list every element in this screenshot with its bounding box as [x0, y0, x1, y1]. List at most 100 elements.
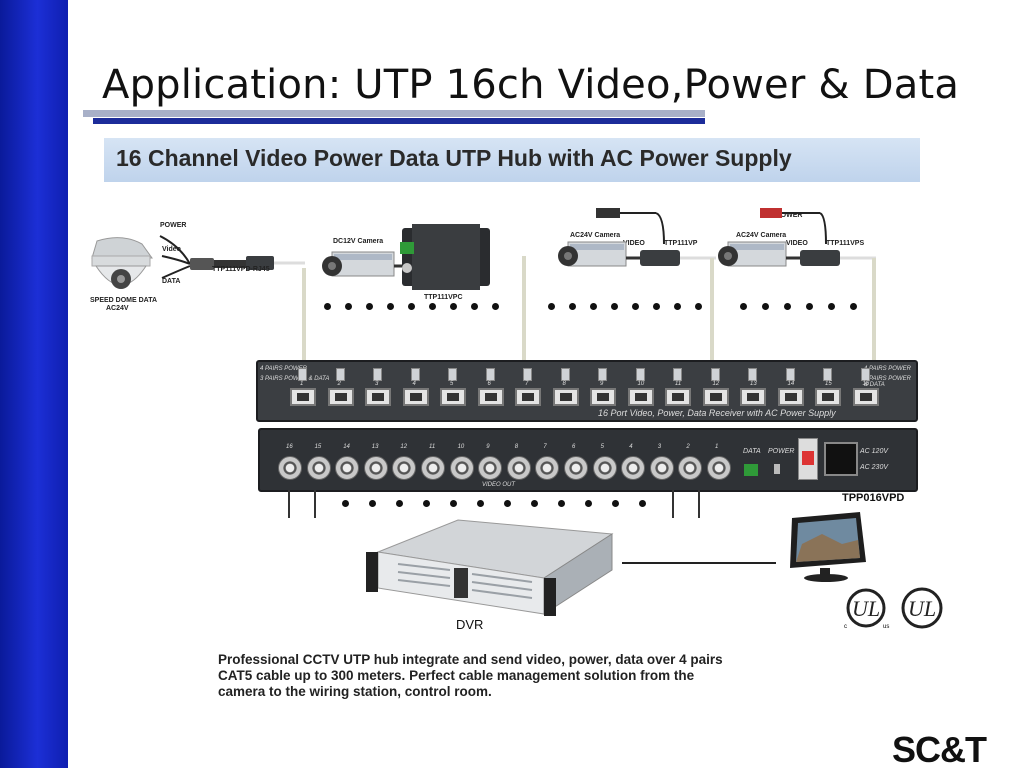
receiver-port-number: 15 — [825, 381, 832, 387]
receiver-mode-switch-5[interactable] — [448, 368, 457, 381]
hub-line-15 — [314, 490, 316, 518]
receiver-mode-switch-7[interactable] — [523, 368, 532, 381]
receiver-rj45-port-14[interactable] — [777, 388, 804, 406]
receiver-rj45-port-13[interactable] — [740, 388, 766, 406]
receiver-mode-switch-6[interactable] — [485, 368, 495, 381]
bnc-video-out-14[interactable] — [335, 456, 360, 480]
dc12v-camera-image — [322, 251, 410, 277]
speed-dome-camera-image — [91, 237, 153, 289]
receiver-rj45-port-3[interactable] — [365, 388, 391, 406]
hub-channel-number: 9 — [486, 444, 490, 450]
power-switch-rocker[interactable] — [802, 451, 814, 465]
data-port-label: DATA — [743, 448, 761, 455]
dome-caption-1: SPEED DOME DATA — [90, 297, 158, 304]
bnc-video-out-10[interactable] — [449, 456, 474, 480]
bnc-video-out-7[interactable] — [535, 456, 560, 480]
bnc-video-out-16[interactable] — [278, 456, 302, 480]
hub-channel-number: 6 — [572, 444, 576, 450]
receiver-port-number: 11 — [675, 381, 682, 387]
receiver-mode-switch-8[interactable] — [560, 368, 570, 381]
receiver-mode-switch-16[interactable] — [860, 368, 870, 381]
receiver-port-number: 7 — [525, 381, 529, 387]
bnc-video-out-13[interactable] — [363, 456, 388, 480]
monitor-image — [790, 512, 866, 582]
receiver-mode-switch-9[interactable] — [598, 368, 607, 381]
receiver-rj45-port-9[interactable] — [590, 388, 616, 406]
receiver-rj45-port-7[interactable] — [515, 388, 541, 406]
subtitle-text: 16 Channel Video Power Data UTP Hub with… — [116, 145, 792, 171]
hub-channel-number: 1 — [715, 444, 719, 450]
power-label: POWER — [768, 448, 795, 455]
bnc-video-out-8[interactable] — [506, 456, 531, 480]
receiver-port-number: 1 — [300, 381, 304, 387]
ttp111vpc-label: TTP111VPC — [424, 294, 463, 301]
receiver-mode-switch-14[interactable] — [785, 368, 795, 381]
receiver-rj45-port-4[interactable] — [402, 388, 429, 406]
ul-listed-icon: UL — [901, 587, 943, 629]
ac-230v-label: AC 230V — [860, 464, 889, 471]
receiver-port-number: 14 — [787, 381, 795, 387]
receiver-left-top-label: 4 PAIRS POWER — [260, 366, 307, 372]
receiver-mode-switch-15[interactable] — [823, 368, 832, 381]
ac24v-camera-b-image — [718, 208, 876, 267]
receiver-rj45-port-15[interactable] — [815, 388, 841, 406]
description-text: Professional CCTV UTP hub integrate and … — [218, 652, 723, 700]
receiver-rj45-port-5[interactable] — [440, 388, 466, 406]
bnc-video-out-12[interactable] — [392, 456, 417, 480]
bnc-video-out-2[interactable] — [678, 456, 703, 480]
bnc-video-out-6[interactable] — [564, 456, 588, 480]
dome-balun-model: TTP111VPD-RJ45 — [212, 266, 270, 273]
ac24v-camera-b-label: AC24V Camera — [736, 232, 787, 239]
bnc-video-out-11[interactable] — [421, 456, 445, 480]
receiver-rj45-port-11[interactable] — [665, 388, 691, 406]
receiver-mode-switch-10[interactable] — [635, 368, 645, 381]
hub-channel-number: 15 — [314, 444, 322, 450]
receiver-port-number: 5 — [450, 381, 454, 387]
receiver-rj45-port-2[interactable] — [327, 388, 354, 406]
hub-channel-number: 7 — [543, 444, 547, 450]
dvr-monitor-cable — [622, 562, 776, 564]
ac24v-camera-b-video-label: VIDEO — [786, 240, 808, 247]
receiver-mode-switch-12[interactable] — [710, 368, 720, 381]
receiver-mode-switch-3[interactable] — [373, 368, 382, 381]
dc12v-camera-label: DC12V Camera — [333, 238, 384, 245]
bnc-video-out-4[interactable] — [621, 456, 646, 480]
receiver-mode-switch-2[interactable] — [335, 368, 345, 381]
receiver-port-number: 16 — [862, 381, 870, 387]
ac24v-camera-a-image — [558, 208, 716, 267]
receiver-left-bottom-label: 3 PAIRS POWER & DATA — [260, 376, 330, 382]
receiver-mode-switch-1[interactable] — [298, 368, 307, 381]
bnc-video-out-3[interactable] — [649, 456, 674, 480]
hub-channel-number: 3 — [657, 444, 662, 450]
receiver-rj45-port-16[interactable] — [852, 388, 879, 406]
receiver-rj45-port-6[interactable] — [477, 388, 504, 406]
hub-channel-number: 11 — [429, 444, 436, 450]
receiver-port-number: 10 — [637, 381, 645, 387]
power-switch[interactable] — [798, 438, 818, 480]
receiver-rj45-port-10[interactable] — [627, 388, 654, 406]
receiver-rj45-port-12[interactable] — [702, 388, 729, 406]
bnc-video-out-9[interactable] — [478, 456, 503, 480]
ac-inlet-socket — [824, 442, 858, 476]
bnc-video-out-1[interactable] — [707, 456, 731, 480]
bnc-video-out-5[interactable] — [592, 456, 617, 480]
hub-line-2 — [672, 490, 674, 518]
receiver-right-top-label: 4 PAIRS POWER — [864, 366, 911, 372]
receiver-port-number: 9 — [600, 381, 604, 387]
receiver-panel: 4 PAIRS POWER 3 PAIRS POWER & DATA 4 PAI… — [256, 360, 918, 422]
receiver-rj45-port-8[interactable] — [552, 388, 579, 406]
receiver-rj45-port-1[interactable] — [290, 388, 316, 406]
receiver-mode-switch-4[interactable] — [410, 368, 420, 381]
ac-120v-label: AC 120V — [860, 448, 889, 455]
hub-channel-number: 2 — [686, 444, 690, 450]
bnc-video-out-15[interactable] — [306, 456, 331, 480]
power-terminal — [774, 464, 780, 474]
cable-11 — [710, 258, 714, 360]
hub-channel-number: 10 — [457, 444, 465, 450]
receiver-mode-switch-11[interactable] — [673, 368, 682, 381]
description-line-3: camera to the wiring station, control ro… — [218, 684, 492, 699]
description-line-1: Professional CCTV UTP hub integrate and … — [218, 652, 723, 667]
dome-data-label: DATA — [162, 278, 181, 285]
ttp111vps-label: TTP111VPS — [826, 240, 865, 247]
receiver-mode-switch-13[interactable] — [748, 368, 757, 381]
